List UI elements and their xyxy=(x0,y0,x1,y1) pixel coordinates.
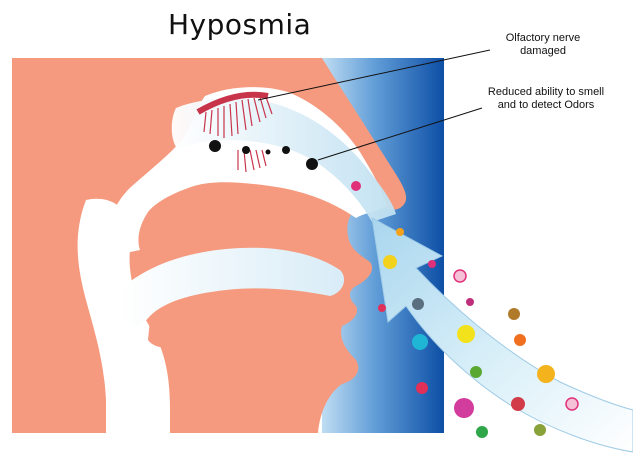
olfactory-nerve xyxy=(196,91,273,173)
callout-nerve-damaged: Olfactory nerve damaged xyxy=(488,32,598,58)
callout-nerve-line1: Olfactory nerve xyxy=(505,32,581,44)
oral-cavity xyxy=(120,247,345,327)
nasal-airflow xyxy=(171,98,396,222)
palate xyxy=(152,207,330,245)
odor-molecules-in-nose xyxy=(209,140,318,170)
diagram-title: Hyposmia xyxy=(168,8,312,41)
callout-smell-line2: and to detect Odors xyxy=(497,99,595,111)
callout-nerve-line2: damaged xyxy=(520,45,566,57)
callout-line-odors xyxy=(317,107,483,161)
tongue xyxy=(148,295,336,348)
callout-smell-line1: Reduced ability to smell xyxy=(487,86,605,98)
callout-reduced-smell: Reduced ability to smell and to detect O… xyxy=(476,86,616,112)
odor-particles xyxy=(351,181,579,438)
callout-line-nerve xyxy=(257,49,491,101)
